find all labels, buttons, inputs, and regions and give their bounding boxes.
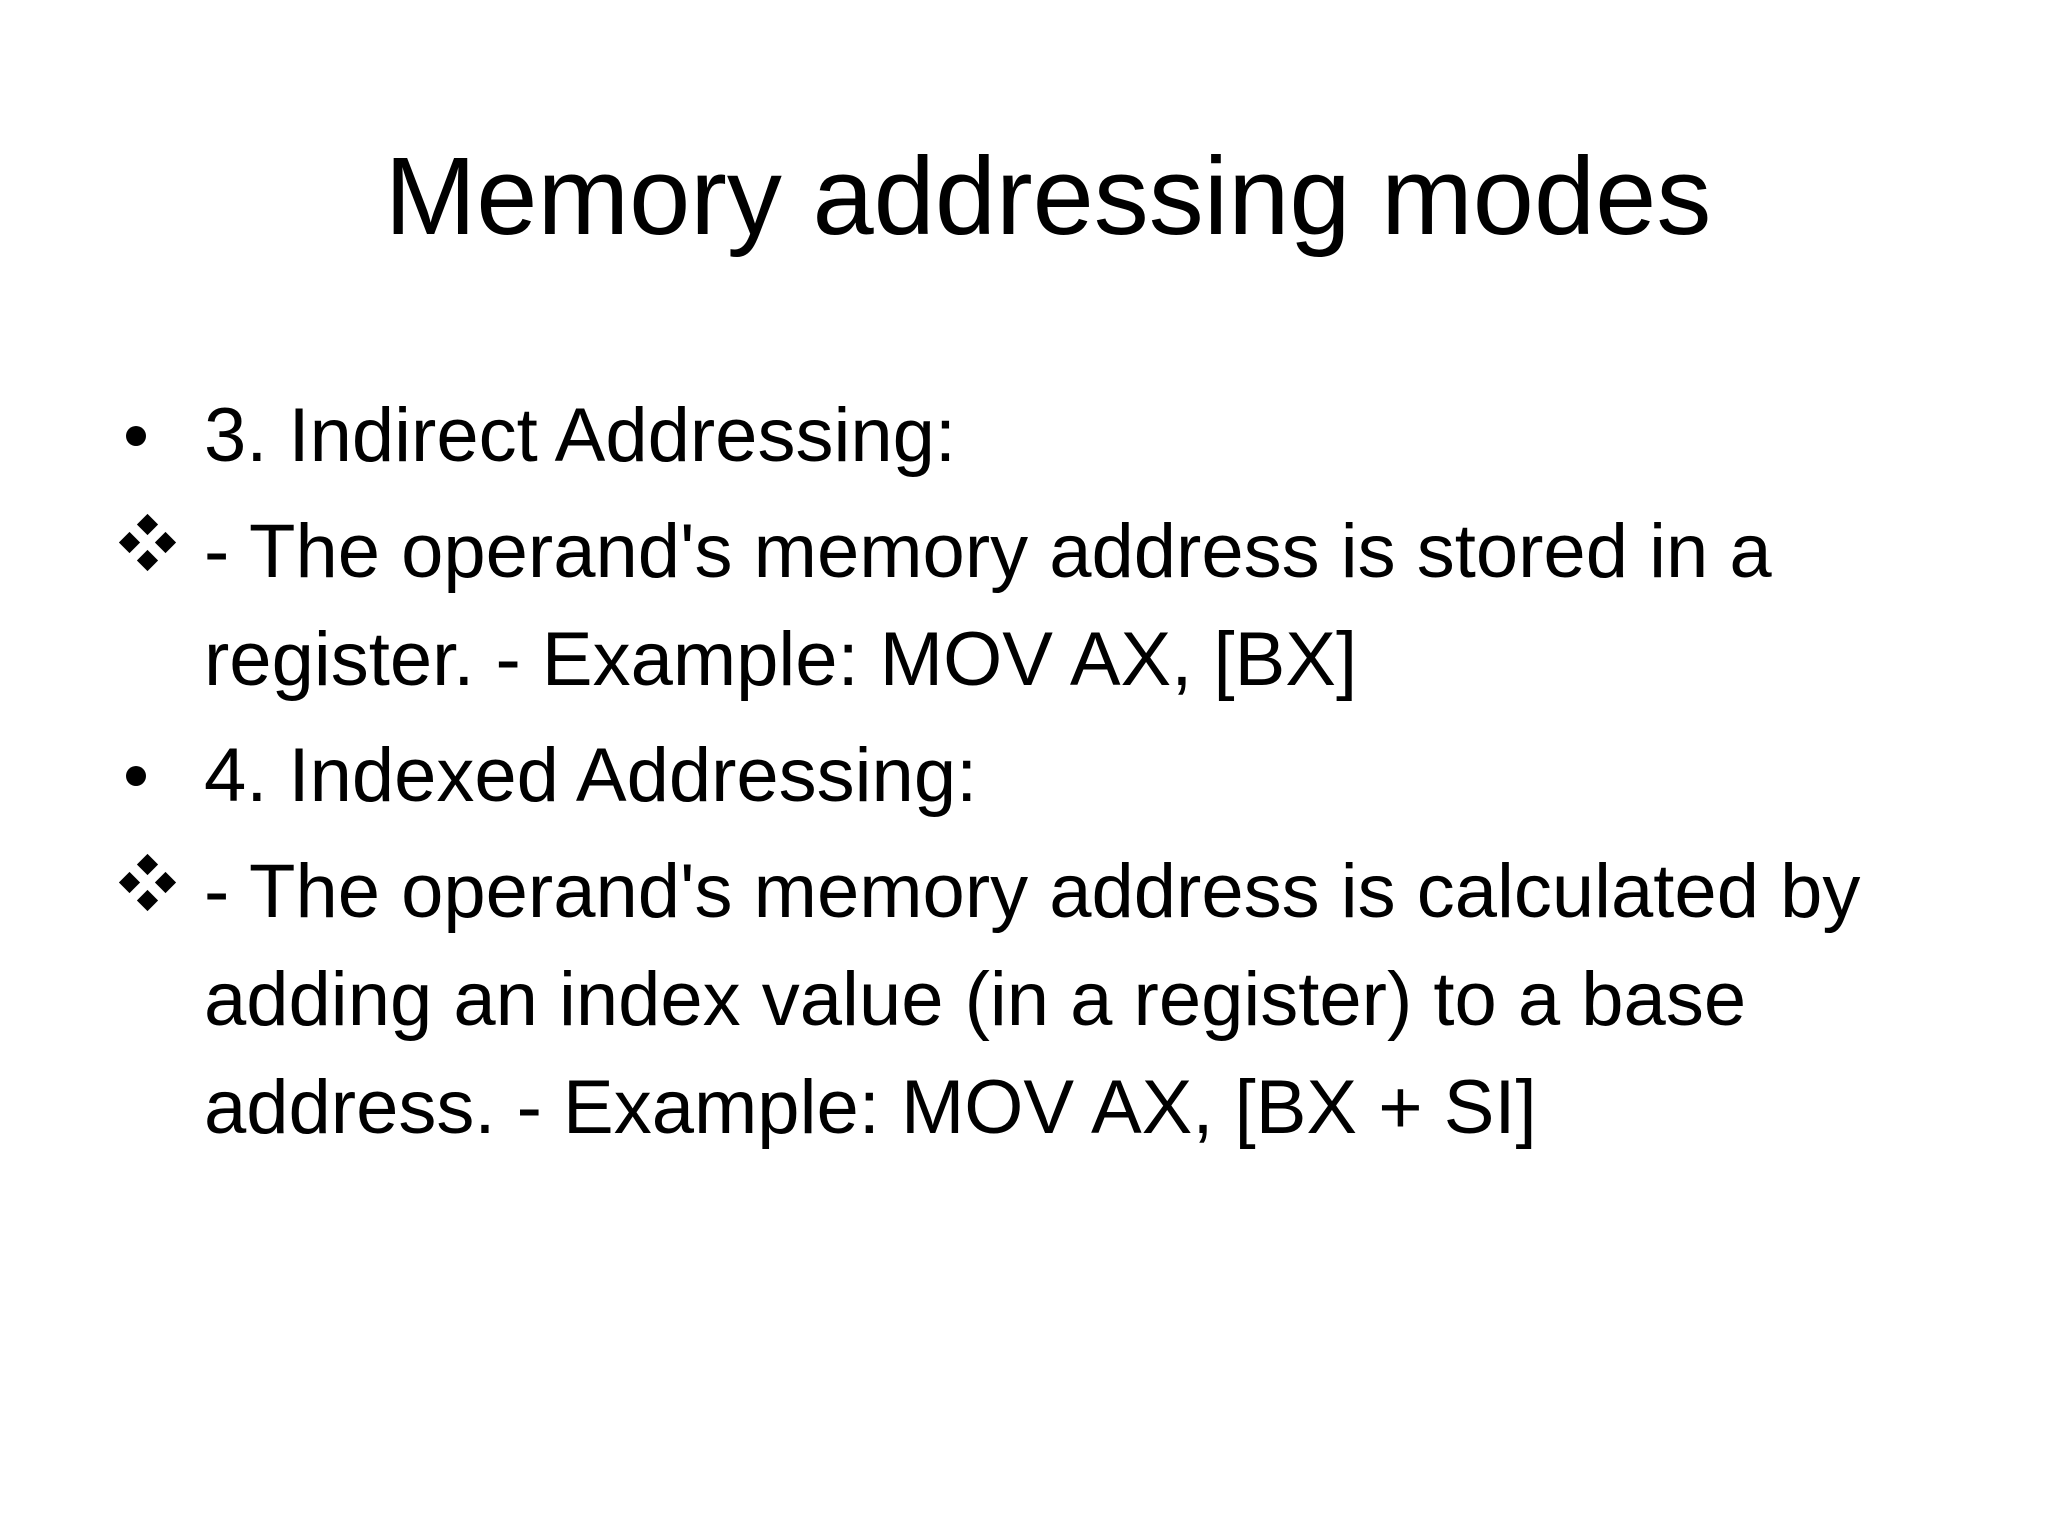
list-item-text: - The operand's memory address is calcul… <box>204 849 1861 1150</box>
bullet-dot-icon <box>120 382 180 490</box>
list-item-indirect-description: - The operand's memory address is stored… <box>118 498 1970 714</box>
list-item-indexed-description: - The operand's memory address is calcul… <box>118 838 1970 1162</box>
four-diamond-bullet-icon <box>118 498 180 606</box>
bullet-dot-icon <box>120 722 180 830</box>
list-item-text: 3. Indirect Addressing: <box>204 393 956 478</box>
list-item-text: - The operand's memory address is stored… <box>204 509 1772 702</box>
bullet-list: 3. Indirect Addressing: - The operand's … <box>118 382 1970 1162</box>
list-item-indexed-heading: 4. Indexed Addressing: <box>120 722 1970 830</box>
slide-title: Memory addressing modes <box>384 135 1712 258</box>
list-item-text: 4. Indexed Addressing: <box>204 733 978 818</box>
four-diamond-bullet-icon <box>118 838 180 946</box>
list-item-indirect-heading: 3. Indirect Addressing: <box>120 382 1970 490</box>
